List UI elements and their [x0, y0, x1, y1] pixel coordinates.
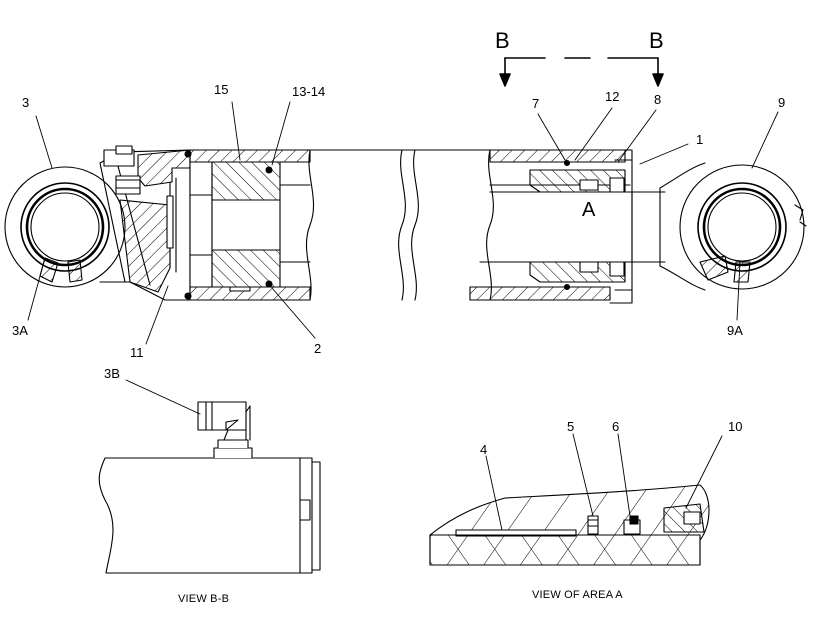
- view-area-a: [429, 433, 723, 566]
- callout-11: 11: [130, 345, 144, 360]
- callout-9A: 9A: [727, 323, 743, 338]
- view-bb: [98, 379, 321, 574]
- area-mark-a: A: [582, 199, 596, 221]
- piston-rod: [489, 187, 666, 267]
- section-line-bb: [499, 57, 664, 87]
- piston: [184, 150, 281, 300]
- caption-view-area-a: VIEW OF AREA A: [532, 589, 623, 601]
- callout-7: 7: [532, 96, 540, 111]
- rod-eye-left: [4, 166, 126, 288]
- callout-13-14: 13-14: [292, 84, 326, 99]
- callout-5: 5: [567, 419, 575, 434]
- callout-6: 6: [612, 419, 620, 434]
- section-mark-b-right: B: [649, 28, 664, 53]
- leader-lines: [27, 101, 779, 345]
- callout-12: 12: [605, 89, 620, 104]
- cylinder-head-left: [99, 145, 191, 301]
- caption-view-bb: VIEW B-B: [178, 593, 230, 605]
- rod-gland: [529, 149, 633, 304]
- callout-3B: 3B: [104, 366, 120, 381]
- callout-8: 8: [654, 92, 662, 107]
- callout-3: 3: [22, 95, 30, 110]
- callout-3A: 3A: [12, 323, 28, 338]
- callout-15: 15: [214, 82, 229, 97]
- callout-9: 9: [778, 95, 786, 110]
- callout-4: 4: [480, 442, 488, 457]
- section-mark-b-left: B: [495, 28, 510, 53]
- rod-eye-right: [659, 162, 807, 291]
- callout-10: 10: [728, 419, 743, 434]
- callout-1: 1: [696, 132, 704, 147]
- callout-2: 2: [314, 341, 322, 356]
